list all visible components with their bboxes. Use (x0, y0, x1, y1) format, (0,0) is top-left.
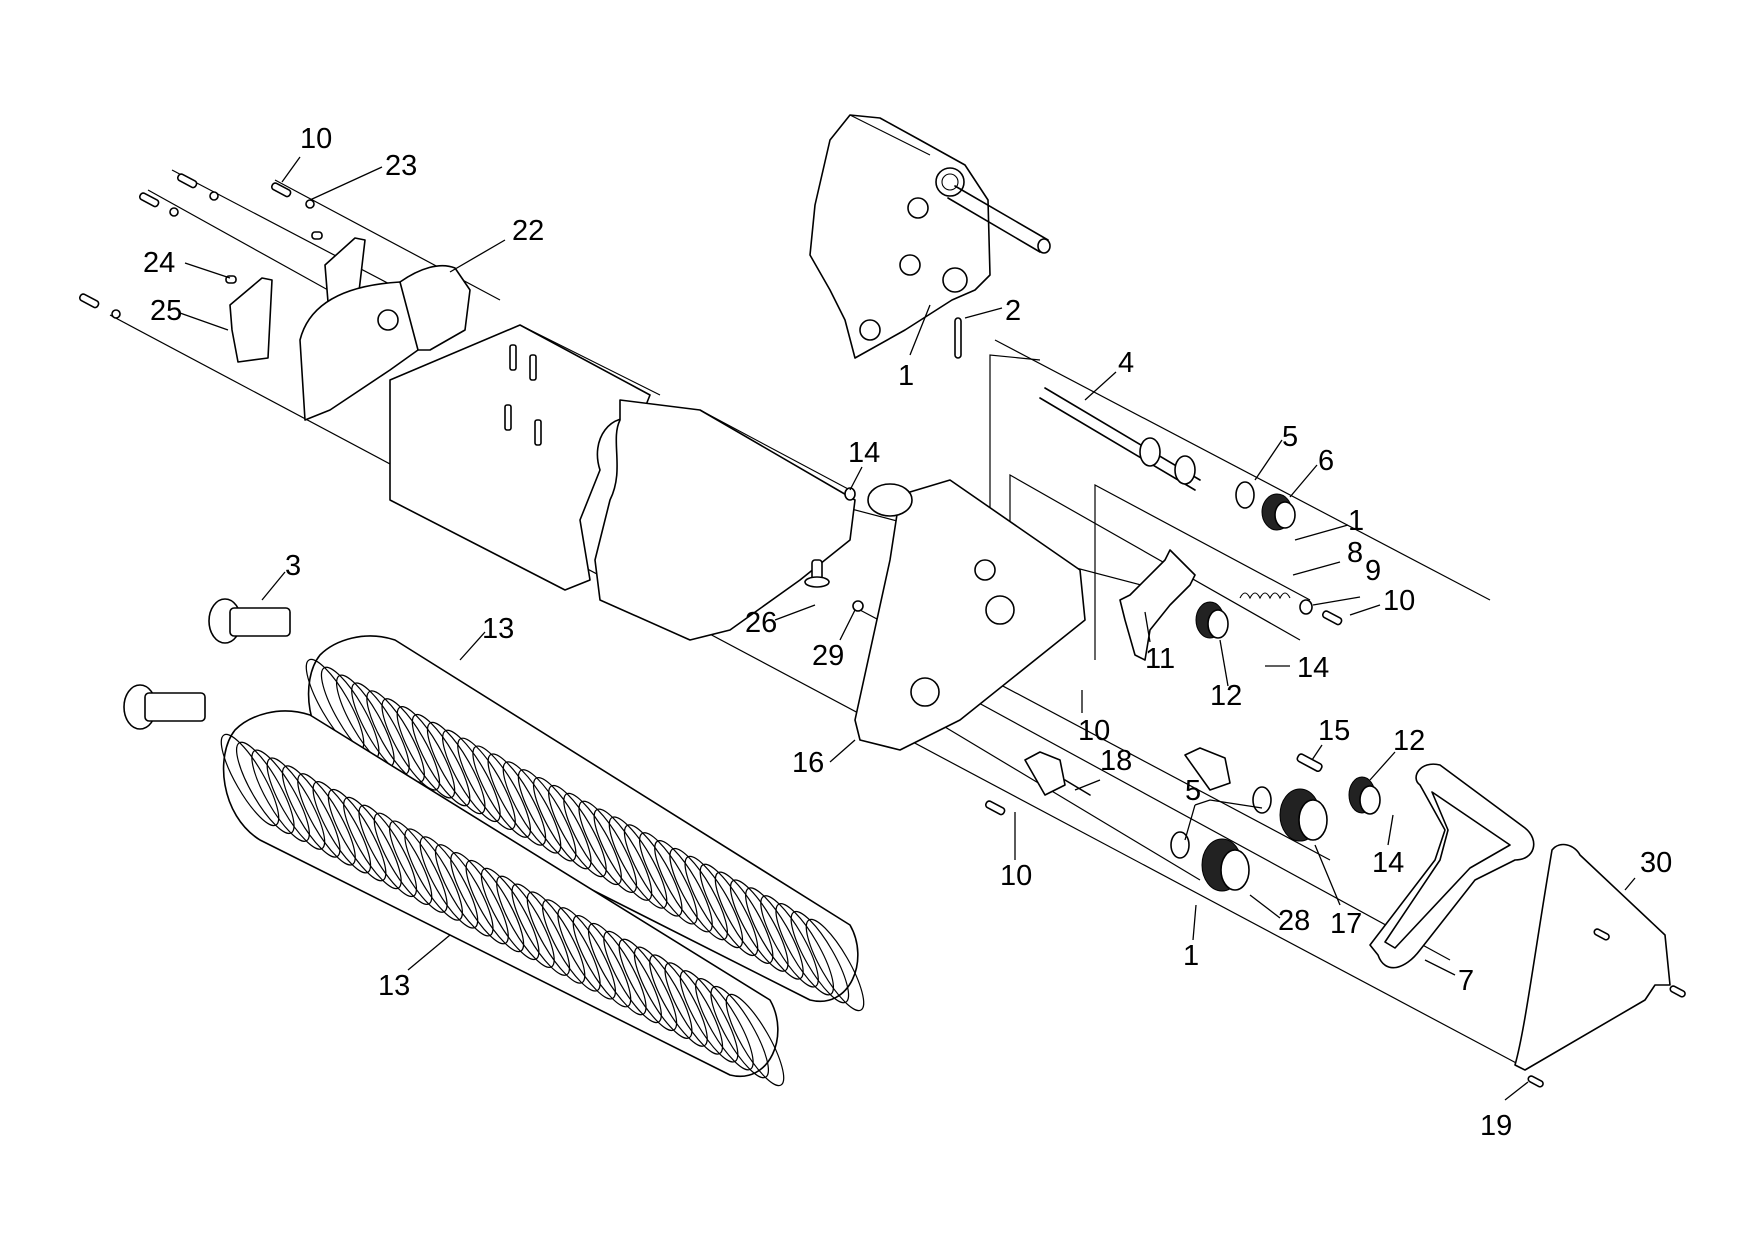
washer-9 (1299, 599, 1313, 615)
roller-shaft-3-upper (208, 598, 291, 644)
drive-belt-7 (1369, 763, 1535, 969)
roller-shaft-3-lower (123, 684, 206, 730)
callout-10: 10 (1000, 860, 1032, 892)
bearing-18-left (1024, 751, 1091, 796)
callout-24: 24 (143, 247, 175, 279)
callout-23: 23 (385, 150, 417, 182)
callout-labels: 10 23 22 24 25 2 1 4 5 6 1 8 9 10 14 11 … (143, 123, 1672, 1142)
callout-26: 26 (745, 607, 777, 639)
callout-25: 25 (150, 295, 182, 327)
circlip-5-top (1235, 481, 1255, 509)
callout-2: 2 (1005, 295, 1021, 327)
gear-17 (1279, 788, 1328, 842)
callout-11: 11 (1145, 643, 1175, 675)
callout-1: 1 (898, 360, 914, 392)
roller-groove (805, 918, 865, 1012)
gear-28 (1201, 838, 1250, 892)
circlips-5-bottom (1170, 786, 1272, 859)
screw-10-right (1321, 610, 1343, 626)
callout-14: 14 (1372, 847, 1404, 879)
roller-grooves (220, 733, 785, 1087)
callout-29: 29 (812, 640, 844, 672)
pulley-6 (1261, 493, 1296, 531)
brush-roller-13-upper (305, 635, 865, 1012)
callout-18: 18 (1100, 745, 1132, 777)
brush-roller-13-lower (220, 710, 785, 1087)
main-frame-extrusion (389, 324, 856, 641)
screw-10-lower (984, 800, 1006, 816)
roller-grooves (305, 658, 865, 1012)
callout-12: 12 (1393, 725, 1425, 757)
callout-14: 14 (848, 437, 880, 469)
callout-1: 1 (1348, 505, 1364, 537)
callout-16: 16 (792, 747, 824, 779)
callout-4: 4 (1118, 347, 1134, 379)
callout-7: 7 (1458, 965, 1474, 997)
side-plate (854, 479, 1086, 751)
screws-and-washers-left (78, 173, 323, 319)
callout-22: 22 (512, 215, 544, 247)
callout-10: 10 (300, 123, 332, 155)
pulley-12-lower (1348, 776, 1381, 815)
callout-5: 5 (1282, 421, 1298, 453)
callout-10: 10 (1078, 715, 1110, 747)
callout-9: 9 (1365, 555, 1381, 587)
lever-11 (1119, 549, 1196, 661)
callout-14: 14 (1297, 652, 1329, 684)
pulley-12-upper (1195, 601, 1229, 639)
callout-6: 6 (1318, 445, 1334, 477)
callout-17: 17 (1330, 908, 1362, 940)
callout-1: 1 (1183, 940, 1199, 972)
end-housing-assembly (809, 114, 1051, 359)
drive-shaft-4 (1039, 387, 1201, 491)
cover-plate-30 (1514, 843, 1686, 1088)
callout-19: 19 (1480, 1110, 1512, 1142)
roller-groove (725, 993, 785, 1087)
callout-3: 3 (285, 550, 301, 582)
callout-10: 10 (1383, 585, 1415, 617)
misc-small-parts (804, 487, 864, 612)
leader-lines (179, 156, 1636, 1101)
callout-13: 13 (482, 613, 514, 645)
callout-5: 5 (1185, 775, 1201, 807)
callout-15: 15 (1318, 715, 1350, 747)
callout-30: 30 (1640, 847, 1672, 879)
bearing-18-right (1184, 747, 1231, 791)
spring-8 (1239, 592, 1291, 600)
callout-13: 13 (378, 970, 410, 1002)
left-end-plates (229, 237, 471, 421)
callout-28: 28 (1278, 905, 1310, 937)
callout-8: 8 (1347, 537, 1363, 569)
callout-12: 12 (1210, 680, 1242, 712)
pin-15 (1296, 753, 1323, 773)
